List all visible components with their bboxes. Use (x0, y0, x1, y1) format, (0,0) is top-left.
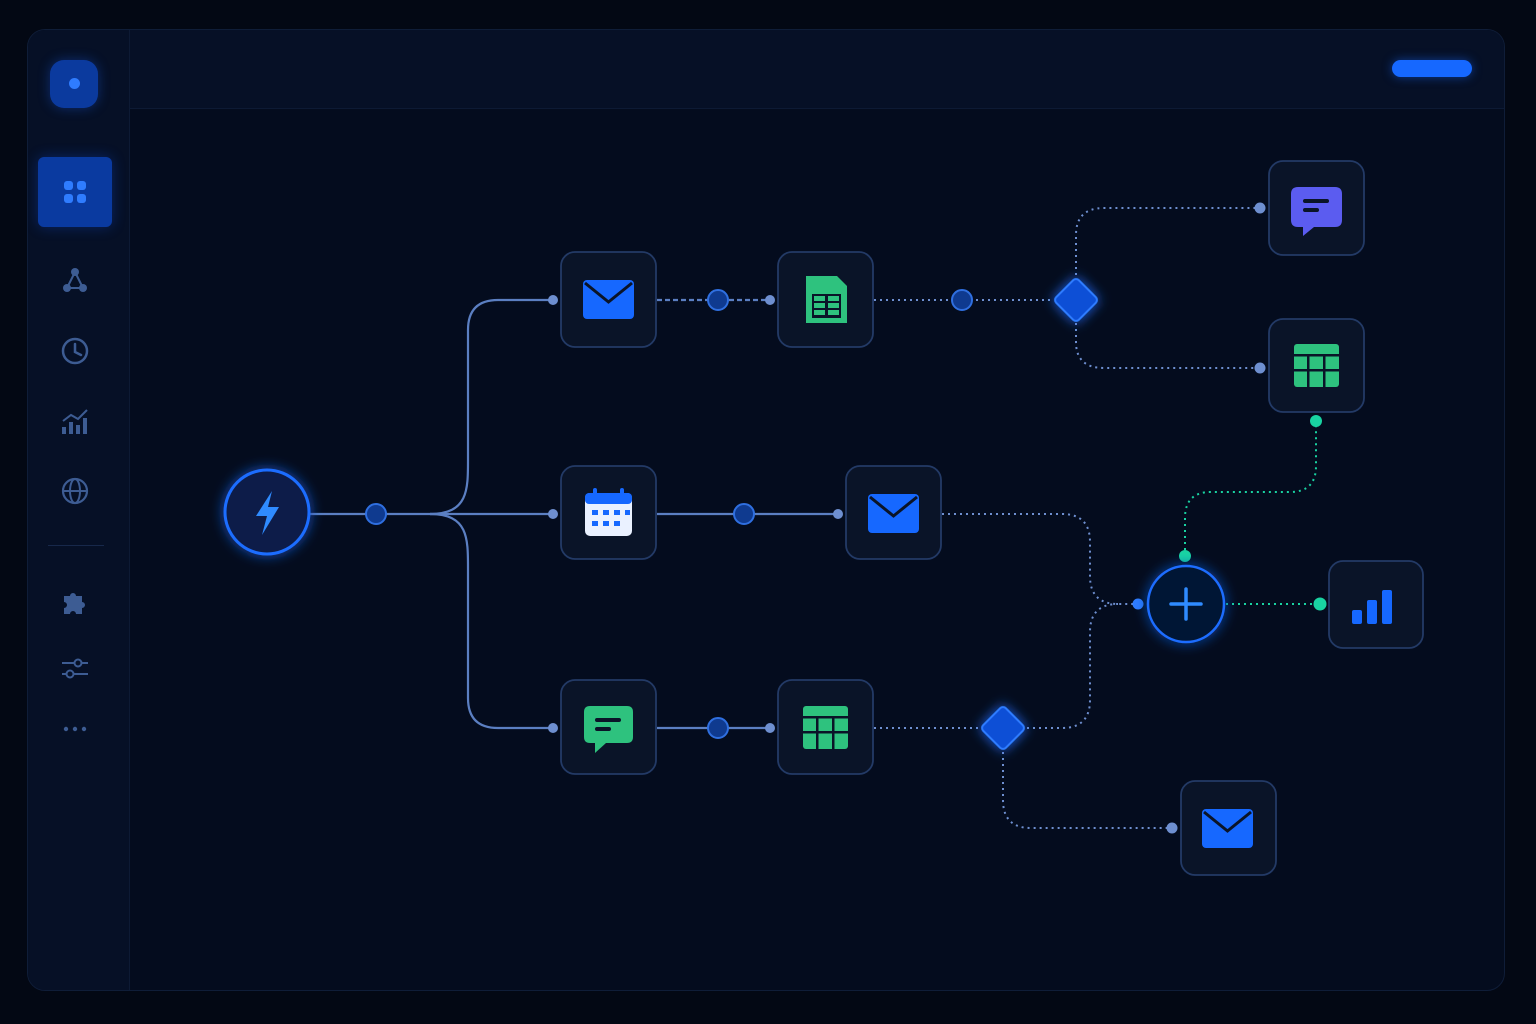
top-bar (130, 30, 1504, 109)
more-icon (63, 726, 87, 732)
merge-node[interactable] (1146, 564, 1226, 644)
port (1179, 550, 1191, 562)
globe-icon (61, 477, 89, 505)
connector-dot[interactable] (733, 503, 755, 525)
top-action-pill[interactable] (1392, 60, 1472, 77)
mail-icon (583, 280, 634, 319)
sidebar-item-globe[interactable] (38, 456, 112, 526)
sliders-icon (62, 658, 88, 679)
connector-dots (365, 289, 973, 739)
sidebar-item-workflows[interactable] (38, 245, 112, 315)
edges-dotted (874, 207, 1258, 829)
edge (942, 513, 1138, 605)
edge (1002, 752, 1170, 829)
grid-icon (64, 181, 86, 203)
trigger-node[interactable] (223, 468, 311, 556)
plus-icon (1169, 587, 1203, 621)
bar-chart-icon (1352, 590, 1392, 624)
connector-dot[interactable] (707, 717, 729, 739)
diamond-icon (1054, 278, 1098, 322)
port (1166, 822, 1178, 834)
port (1254, 202, 1266, 214)
sidebar-item-dashboard[interactable] (38, 157, 112, 227)
chat-icon (1291, 187, 1342, 236)
edge (1027, 603, 1119, 729)
port (1132, 598, 1144, 610)
calendar-icon (585, 488, 632, 536)
connector-dot[interactable] (365, 503, 387, 525)
port (548, 295, 558, 305)
mail-icon (1202, 809, 1253, 848)
sidebar-item-integrations[interactable] (38, 567, 112, 637)
analytics-icon (62, 409, 88, 434)
table-icon (1294, 344, 1339, 387)
sidebar-item-more[interactable] (38, 694, 112, 764)
teal-ports (1179, 415, 1327, 611)
edge (1075, 207, 1258, 275)
mail-icon (868, 494, 919, 533)
lightning-icon (256, 491, 279, 535)
sidebar-item-settings[interactable] (38, 633, 112, 703)
port (1313, 597, 1327, 611)
nodes-icon (63, 268, 87, 292)
port-dots (548, 202, 1266, 834)
port (1310, 415, 1322, 427)
sidebar (28, 30, 130, 990)
connector-dot[interactable] (951, 289, 973, 311)
node-cards (560, 160, 1424, 876)
puzzle-icon (64, 593, 85, 614)
port (765, 295, 775, 305)
clock-icon (61, 337, 89, 365)
app-logo[interactable] (50, 60, 98, 108)
sidebar-item-history[interactable] (38, 316, 112, 386)
connector-dot[interactable] (707, 289, 729, 311)
port (548, 723, 558, 733)
edge (1075, 323, 1258, 369)
edge (1184, 422, 1317, 556)
condition-node-2[interactable] (980, 705, 1025, 750)
edge (429, 298, 553, 516)
table-icon (803, 706, 848, 749)
spreadsheet-icon (806, 276, 847, 323)
condition-node-1[interactable] (1053, 277, 1098, 322)
chat-icon (584, 706, 633, 753)
port (548, 509, 558, 519)
port (1254, 362, 1266, 374)
diamond-icon (981, 706, 1025, 750)
port (765, 723, 775, 733)
logo-dot (69, 78, 80, 89)
port (833, 509, 843, 519)
edge (429, 512, 553, 730)
sidebar-item-analytics[interactable] (38, 386, 112, 456)
sidebar-divider (48, 545, 104, 546)
edges-teal (1184, 422, 1318, 605)
